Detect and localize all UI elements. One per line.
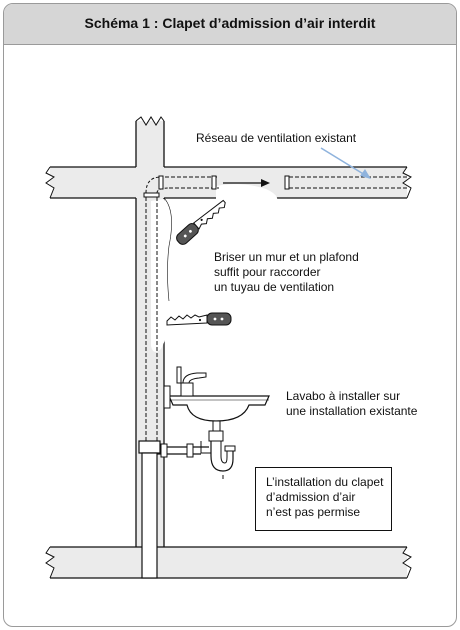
break-wall-line: suffit pour raccorder [214, 265, 321, 279]
break-wall-label: Briser un mur et un plafond suffit pour … [214, 250, 359, 295]
diagram-frame: Schéma 1 : Clapet d’admission d’air inte… [3, 3, 457, 627]
notice-line: d’admission d’air [266, 490, 356, 504]
floor-wall [45, 546, 412, 579]
new-vent-pipe [143, 175, 219, 441]
existing-vent-duct [284, 175, 407, 190]
drain-pipe [157, 443, 209, 458]
notice-box: L’installation du clapet d’admission d’a… [255, 467, 392, 531]
diagram-title: Schéma 1 : Clapet d’admission d’air inte… [84, 15, 376, 31]
notice-line: L’installation du clapet [266, 475, 384, 489]
title-bar: Schéma 1 : Clapet d’admission d’air inte… [4, 4, 456, 45]
break-wall-line: un tuyau de ventilation [214, 280, 335, 294]
sink-label: Lavabo à installer sur une installation … [286, 389, 417, 419]
plumbing-diagram [45, 116, 412, 579]
saw-icon [166, 312, 232, 326]
sink-label-line: une installation existante [286, 404, 418, 418]
p-trap-icon [200, 430, 236, 479]
existing-network-label: Réseau de ventilation existant [196, 131, 357, 145]
notice-text: L’installation du clapet d’admission d’a… [266, 475, 383, 520]
faucet-icon [176, 366, 207, 397]
sink-label-line: Lavabo à installer sur [286, 389, 401, 403]
saw-icon [176, 199, 226, 245]
drain-stack [138, 440, 161, 579]
sink [163, 366, 270, 432]
wall-opening [151, 184, 278, 352]
network-pointer-arrow [320, 147, 371, 179]
notice-line: n’est pas permise [266, 505, 361, 519]
break-wall-line: Briser un mur et un plafond [214, 250, 359, 264]
connection-arrow [223, 179, 270, 187]
